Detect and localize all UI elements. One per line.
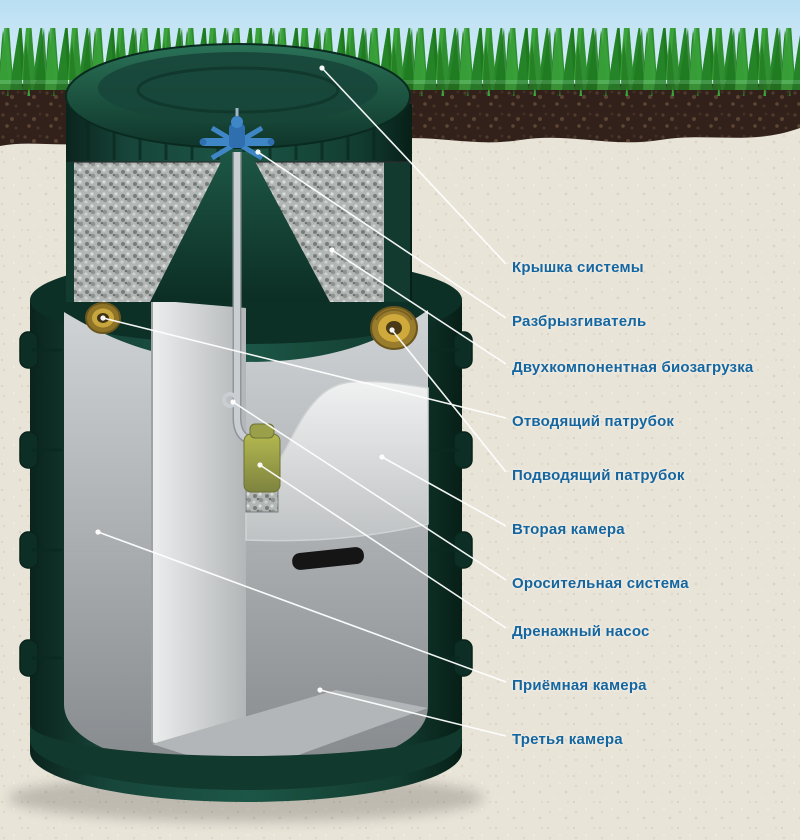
label-second-chamber: Вторая камера bbox=[512, 521, 625, 538]
tank-ribs bbox=[19, 331, 473, 677]
partition-wall bbox=[152, 300, 246, 772]
leader-lines bbox=[97, 67, 507, 737]
tank bbox=[19, 43, 473, 802]
label-inlet-pipe: Подводящий патрубок bbox=[512, 467, 685, 484]
leader-dots bbox=[95, 65, 395, 693]
drainage-pump bbox=[243, 423, 281, 513]
inlet-fitting bbox=[370, 306, 418, 350]
tank-interior bbox=[30, 300, 462, 790]
label-third-chamber: Третья камера bbox=[512, 731, 623, 748]
label-irrigation-system: Оросительная система bbox=[512, 575, 689, 592]
label-drainage-pump: Дренажный насос bbox=[512, 623, 650, 640]
label-system-cover: Крышка системы bbox=[512, 259, 644, 276]
label-sprinkler: Разбрызгиватель bbox=[512, 313, 647, 330]
second-chamber-wall bbox=[245, 380, 429, 542]
label-outlet-pipe: Отводящий патрубок bbox=[512, 413, 675, 430]
vent-slot bbox=[292, 547, 364, 570]
label-receiving-chamber: Приёмная камера bbox=[512, 677, 647, 694]
sprinkler bbox=[199, 108, 275, 161]
label-bio-media: Двухкомпонентная биозагрузка bbox=[512, 359, 754, 376]
tank-floor bbox=[152, 690, 428, 774]
